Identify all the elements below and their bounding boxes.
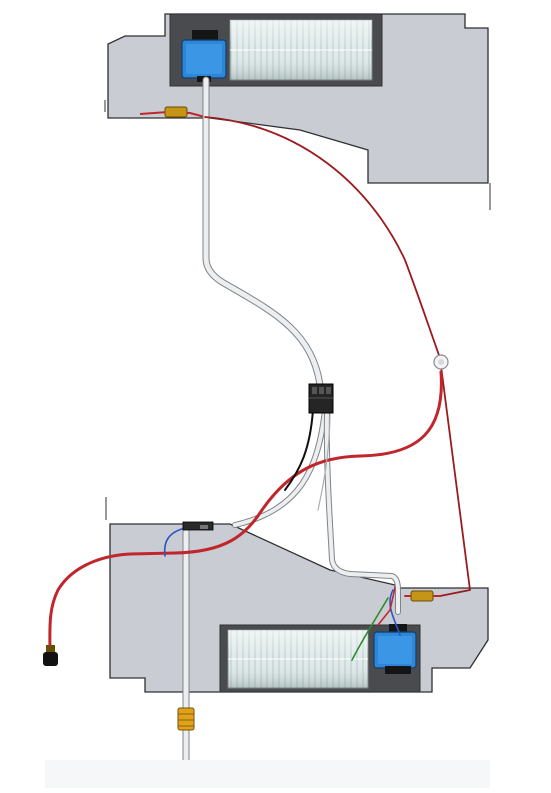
lower-terminal-block: [182, 521, 214, 531]
wires: [48, 116, 471, 661]
wire-red-motor: [377, 587, 396, 626]
wire-right-drop: [439, 365, 471, 597]
wire-green-motor: [351, 597, 389, 661]
lower-motor: [373, 624, 417, 674]
plug-icon: [43, 645, 58, 666]
junction-node: [433, 354, 449, 370]
lower-fuse: [410, 590, 434, 602]
wire-power-cord: [48, 370, 443, 657]
ground-shadow: [45, 760, 490, 788]
upper-blower-wheel: [229, 19, 373, 81]
wire-black: [284, 409, 314, 491]
tube-terminal: [177, 707, 195, 731]
upper-fuse: [139, 106, 206, 118]
wire-blue-motor: [389, 589, 401, 636]
lower-blower-wheel: [227, 629, 369, 689]
inline-connector: [308, 383, 334, 414]
wire-upper-arc: [204, 116, 441, 359]
wire-blue-left: [163, 527, 186, 557]
